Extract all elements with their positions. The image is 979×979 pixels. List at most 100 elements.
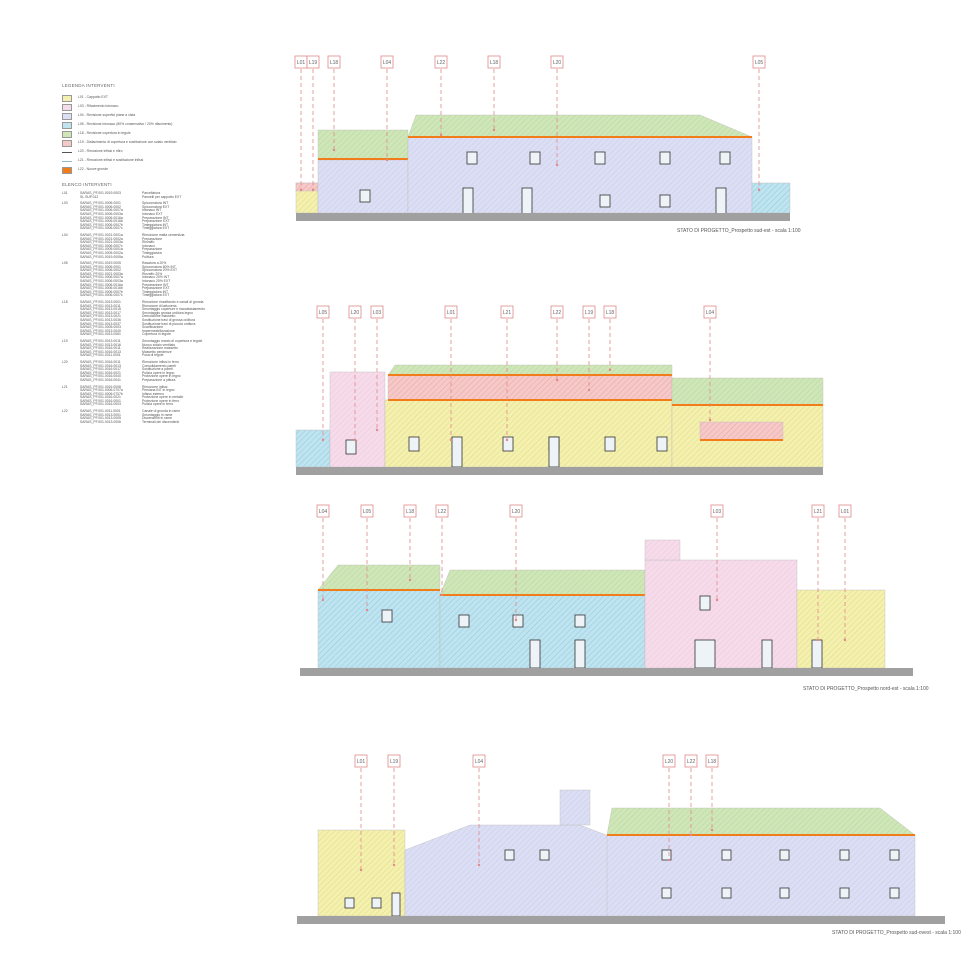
leader-dot xyxy=(843,638,847,642)
elenco-id: SARAS_PF.001.0013.0037 xyxy=(80,321,121,326)
ground-line xyxy=(296,213,790,221)
elenco-id: SARAS_PF.001.0011.0001 xyxy=(80,353,121,358)
elenco-desc: Rinzaffo xyxy=(142,240,155,245)
legend-swatch xyxy=(62,121,72,129)
leader-dot xyxy=(555,378,559,382)
leader-dot xyxy=(385,158,389,162)
tag-box xyxy=(838,504,852,518)
elenco-desc: Realizzazione massetto xyxy=(142,346,178,351)
elenco-desc: Rinzaffo 20% xyxy=(142,271,163,276)
elenco-id: SARAS_PF.001.0016.0040 xyxy=(80,374,121,379)
legend-label: L01 - Cappotto EXT xyxy=(78,95,108,100)
legend-label: L18 - Revisione copertura in tegole xyxy=(78,131,131,136)
elenco-desc: Rimozione rinzaffando e canali di gronda xyxy=(142,300,204,305)
leader-dot xyxy=(311,188,315,192)
elenco-desc: Smontaggio manto di copertura e tegole xyxy=(142,338,203,343)
tag-label: L20 xyxy=(665,759,674,765)
tag-label: L03 xyxy=(373,310,382,316)
window xyxy=(659,194,671,208)
tag-label: L20 xyxy=(553,60,562,66)
tag-label: L04 xyxy=(383,60,392,66)
tag-box xyxy=(360,504,374,518)
tag-box xyxy=(380,55,394,69)
leader-dot xyxy=(353,438,357,442)
tag-label: L18 xyxy=(490,60,499,66)
tag-label: L19 xyxy=(585,310,594,316)
window xyxy=(721,887,732,899)
roof-surface xyxy=(317,129,409,161)
tag-box xyxy=(348,305,362,319)
tag-label: L18 xyxy=(606,310,615,316)
elenco-id: SARAS_PF.001.0019.0005a xyxy=(80,254,123,259)
tag-box xyxy=(662,754,676,768)
legend-item-l19: L19 - Disfacimento di copertura e sostit… xyxy=(62,139,262,148)
leader-dot xyxy=(715,598,719,602)
elenco-desc: Intonaco 20% INT xyxy=(142,275,170,280)
window xyxy=(604,436,616,452)
leader-dot xyxy=(667,858,671,862)
tag-label: L18 xyxy=(330,60,339,66)
elenco-id: SARAS_PF.001.0006.0007a xyxy=(80,275,123,280)
elenco-desc: Sostituzione a pareti xyxy=(142,367,173,372)
window xyxy=(512,614,524,628)
tag-label: L18 xyxy=(708,759,717,765)
elenco-desc: Scarificazione xyxy=(142,325,164,330)
elenco-desc: Smontaggio coperture e riaccatastamento xyxy=(142,307,205,312)
elenco-desc: Spicconatura 80% INT xyxy=(142,264,176,269)
leader-dot xyxy=(439,133,443,137)
elenco-desc: Pannelli per cappotto EXT xyxy=(142,194,182,199)
elenco-id: SARAS_PF.001.0019.0003 xyxy=(80,191,121,195)
leader-dot xyxy=(757,188,761,192)
tag-label: L04 xyxy=(706,310,715,316)
elenco-id: SARAS_PF.001.0016.0008 xyxy=(80,384,121,389)
legend-label: L21 - Rimozione infissi e sostituzione i… xyxy=(78,158,144,163)
elenco-desc: Rimozione infissi xyxy=(142,384,168,389)
tag-box xyxy=(472,754,486,768)
elenco-desc: Tinteggiatura EXT xyxy=(142,293,170,298)
leader-dot xyxy=(440,593,444,597)
wall-surface xyxy=(317,829,406,917)
window xyxy=(761,639,773,669)
elenco-id: SARAS_PF.001.0016.0013 xyxy=(80,349,121,354)
legend-label: L04 - Revisione superfici piane a vista xyxy=(78,113,136,118)
leader-dot xyxy=(514,618,518,622)
elenco-desc: Preparazione INT xyxy=(142,282,169,287)
wall-surface xyxy=(751,182,791,214)
wall-surface xyxy=(384,399,673,468)
elenco-id: SARAS_PF.001.0006.0016b xyxy=(80,219,123,224)
wall-surface xyxy=(295,429,331,468)
elenco-desc: Sostituzione travi di piccola orditura xyxy=(142,321,196,326)
elenco-desc: Parcellatura xyxy=(142,191,161,195)
leader-dot xyxy=(555,163,559,167)
window xyxy=(694,639,716,669)
roof-surface xyxy=(317,564,441,591)
window xyxy=(779,849,790,861)
tag-box xyxy=(316,504,330,518)
elenco-desc: Preparazione EXT xyxy=(142,219,170,224)
window xyxy=(502,436,514,452)
leader-dot xyxy=(505,438,509,442)
elenco-id: SARAS_PF.001.0021.0002a xyxy=(80,236,123,241)
elenco-code: L01 xyxy=(62,191,68,195)
elenco-code: L20 xyxy=(62,359,68,364)
leader-dot xyxy=(365,608,369,612)
tag-box xyxy=(603,305,617,319)
legend-label: L19 - Disfacimento di copertura e sostit… xyxy=(78,140,177,145)
leader-dot xyxy=(332,148,336,152)
elenco-desc: Nuovo solaio ventilato xyxy=(142,342,176,347)
legend-item-l03: L03 - Rifacimento intonaco xyxy=(62,103,262,112)
ground-line xyxy=(297,916,945,924)
tag-box xyxy=(811,504,825,518)
elenco-id: SARAS_PF.001.0016.0021 xyxy=(80,395,121,400)
window xyxy=(889,887,900,899)
elenco-id: SARAS_PF.001.0006.0007c xyxy=(80,226,123,231)
tag-label: L19 xyxy=(309,60,318,66)
tag-label: L01 xyxy=(841,509,850,515)
window xyxy=(719,151,731,165)
window xyxy=(715,187,727,215)
wall-surface xyxy=(317,589,441,669)
window xyxy=(839,849,850,861)
